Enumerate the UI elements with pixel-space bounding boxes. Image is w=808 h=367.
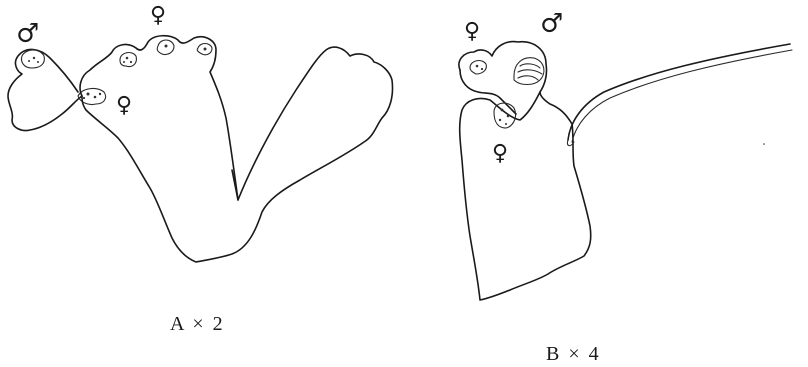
figure-a-male-antheridium <box>21 50 44 68</box>
figure-a-thallus-outline <box>80 36 392 262</box>
figure-a-female-cluster-1 <box>120 53 136 67</box>
figure-b-stalk-inner <box>572 50 792 142</box>
figure-b-thallus-outline <box>460 92 591 300</box>
figure-a-caption: A × 2 <box>170 313 225 335</box>
figure-b-male-symbol: ♂ <box>540 9 563 39</box>
figure-a-male-lobe <box>8 49 82 130</box>
figure-b-female-symbol-lower: ♀ <box>492 141 508 166</box>
figure-a-female-symbol-mid: ♀ <box>116 93 132 118</box>
figure-b <box>459 42 792 300</box>
figure-b-female-receptacle-upper <box>470 61 486 74</box>
figure-a <box>8 36 393 262</box>
figure-a-male-symbol: ♂ <box>16 19 39 49</box>
figure-b-upper-lobes <box>459 42 547 92</box>
figure-b-male-receptacle <box>514 58 544 85</box>
figure-b-stalk <box>568 44 790 140</box>
figure-b-caption: B × 4 <box>546 343 601 365</box>
figure-b-left-lobe <box>460 70 516 114</box>
figure-b-female-symbol-left: ♀ <box>464 19 480 44</box>
figure-a-female-symbol-top: ♀ <box>150 3 166 28</box>
